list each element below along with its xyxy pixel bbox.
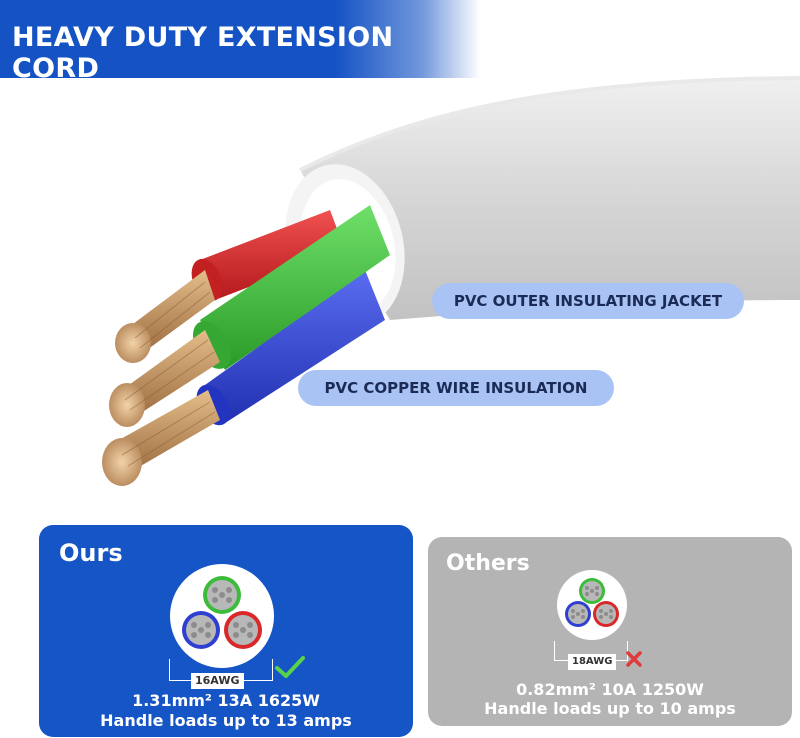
others-gauge-label: 18AWG — [568, 654, 617, 670]
ours-load: Handle loads up to 13 amps — [100, 711, 352, 730]
header-banner: HEAVY DUTY EXTENSION CORD — [0, 0, 480, 84]
ours-panel: Ours 16AWG 1.31mm² 13A 1625W Handle load… — [39, 525, 413, 737]
others-load: Handle loads up to 10 amps — [484, 699, 736, 718]
others-cable-cross-section-icon — [557, 570, 627, 640]
ours-gauge-label: 16AWG — [191, 673, 244, 689]
callout-outer-jacket: PVC OUTER INSULATING JACKET — [432, 283, 744, 319]
callout-wire-insulation: PVC COPPER WIRE INSULATION — [298, 370, 614, 406]
check-icon — [275, 656, 305, 678]
others-heading: Others — [446, 551, 530, 576]
ours-spec: 1.31mm² 13A 1625W — [132, 691, 320, 710]
ours-heading: Ours — [59, 539, 123, 567]
others-panel: Others 18AWG 0.82mm² 10A 1250W Handle lo… — [428, 537, 792, 726]
page-title: HEAVY DUTY EXTENSION CORD — [12, 22, 394, 84]
cross-icon — [626, 651, 642, 667]
others-spec: 0.82mm² 10A 1250W — [516, 680, 704, 699]
ours-cable-cross-section-icon — [170, 564, 274, 668]
cable-illustration — [102, 76, 800, 486]
